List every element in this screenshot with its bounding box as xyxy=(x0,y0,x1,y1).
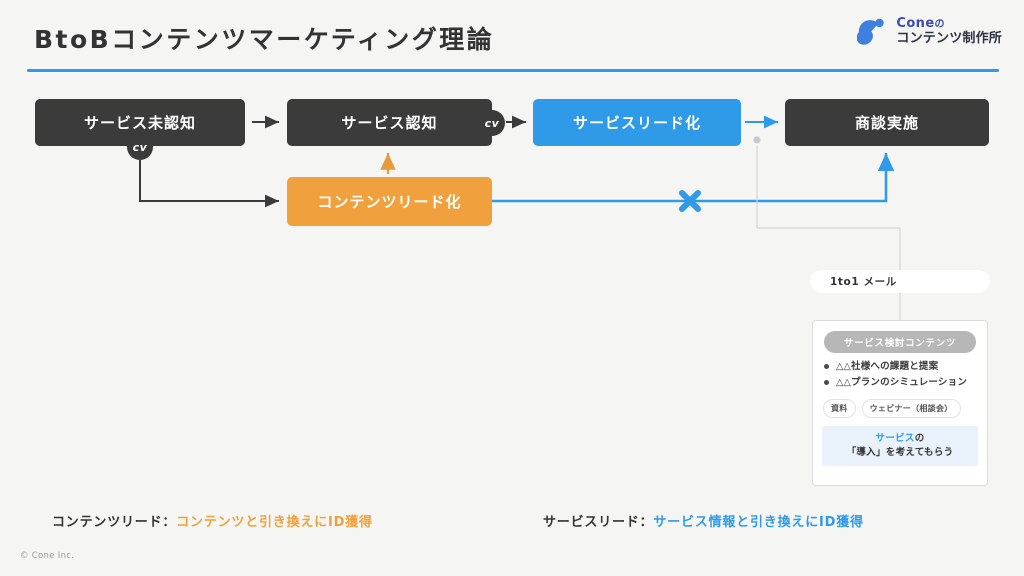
panel-cta-box: サービスの 「導入」を考えてもらう xyxy=(822,425,978,467)
panel-bullet-item: △△プランのシミュレーション xyxy=(822,376,978,389)
logo-line-2: コンテンツ制作所 xyxy=(896,31,1002,47)
caption-service-label: サービスリード： xyxy=(543,515,654,530)
flow-node-meeting[interactable]: 商談実施 xyxy=(785,99,989,146)
panel-cta-line-2: 「導入」を考えてもらう xyxy=(846,447,954,459)
service-consideration-panel: サービス検討コンテンツ △△社様への課題と提案 △△プランのシミュレーション 資… xyxy=(812,320,988,486)
caption-content-label: コンテンツリード： xyxy=(52,515,177,530)
panel-cta-line-1: サービスの xyxy=(875,432,925,444)
brand-logo: Coneの コンテンツ制作所 xyxy=(856,16,1002,47)
page-title: BtoBコンテンツマーケティング理論 xyxy=(34,25,495,54)
logo-line-1: Coneの xyxy=(896,16,945,31)
caption-content-lead: コンテンツリード：コンテンツと引き換えにID獲得 xyxy=(52,511,373,530)
cv-badge-unaware: cv xyxy=(127,134,153,160)
panel-header-label: サービス検討コンテンツ xyxy=(824,331,976,353)
caption-content-highlight: コンテンツと引き換えにID獲得 xyxy=(176,515,373,530)
panel-bullet-list: △△社様への課題と提案 △△プランのシミュレーション xyxy=(822,360,978,390)
panel-tag-row: 資料 ウェビナー（相談会） xyxy=(822,398,978,418)
copyright-text: © Cone Inc. xyxy=(20,551,75,561)
flow-node-service-lead[interactable]: サービスリード化 xyxy=(533,99,741,146)
blocked-x-icon xyxy=(679,190,701,212)
caption-service-highlight: サービス情報と引き換えにID獲得 xyxy=(653,515,864,530)
logo-wordmark: Coneの コンテンツ制作所 xyxy=(896,16,1002,47)
flow-node-aware[interactable]: サービス認知 xyxy=(287,99,492,146)
flow-node-content-lead[interactable]: コンテンツリード化 xyxy=(287,177,492,226)
title-accent-rule xyxy=(27,69,999,72)
panel-bullet-item: △△社様への課題と提案 xyxy=(822,360,978,373)
callout-pill-1to1-mail: 1to1 メール xyxy=(810,270,990,293)
panel-tag-document[interactable]: 資料 xyxy=(823,398,856,418)
cone-logo-icon xyxy=(856,16,887,46)
cv-badge-aware: cv xyxy=(479,110,505,136)
caption-service-lead: サービスリード：サービス情報と引き換えにID獲得 xyxy=(543,511,864,530)
panel-tag-webinar[interactable]: ウェビナー（相談会） xyxy=(861,398,961,418)
